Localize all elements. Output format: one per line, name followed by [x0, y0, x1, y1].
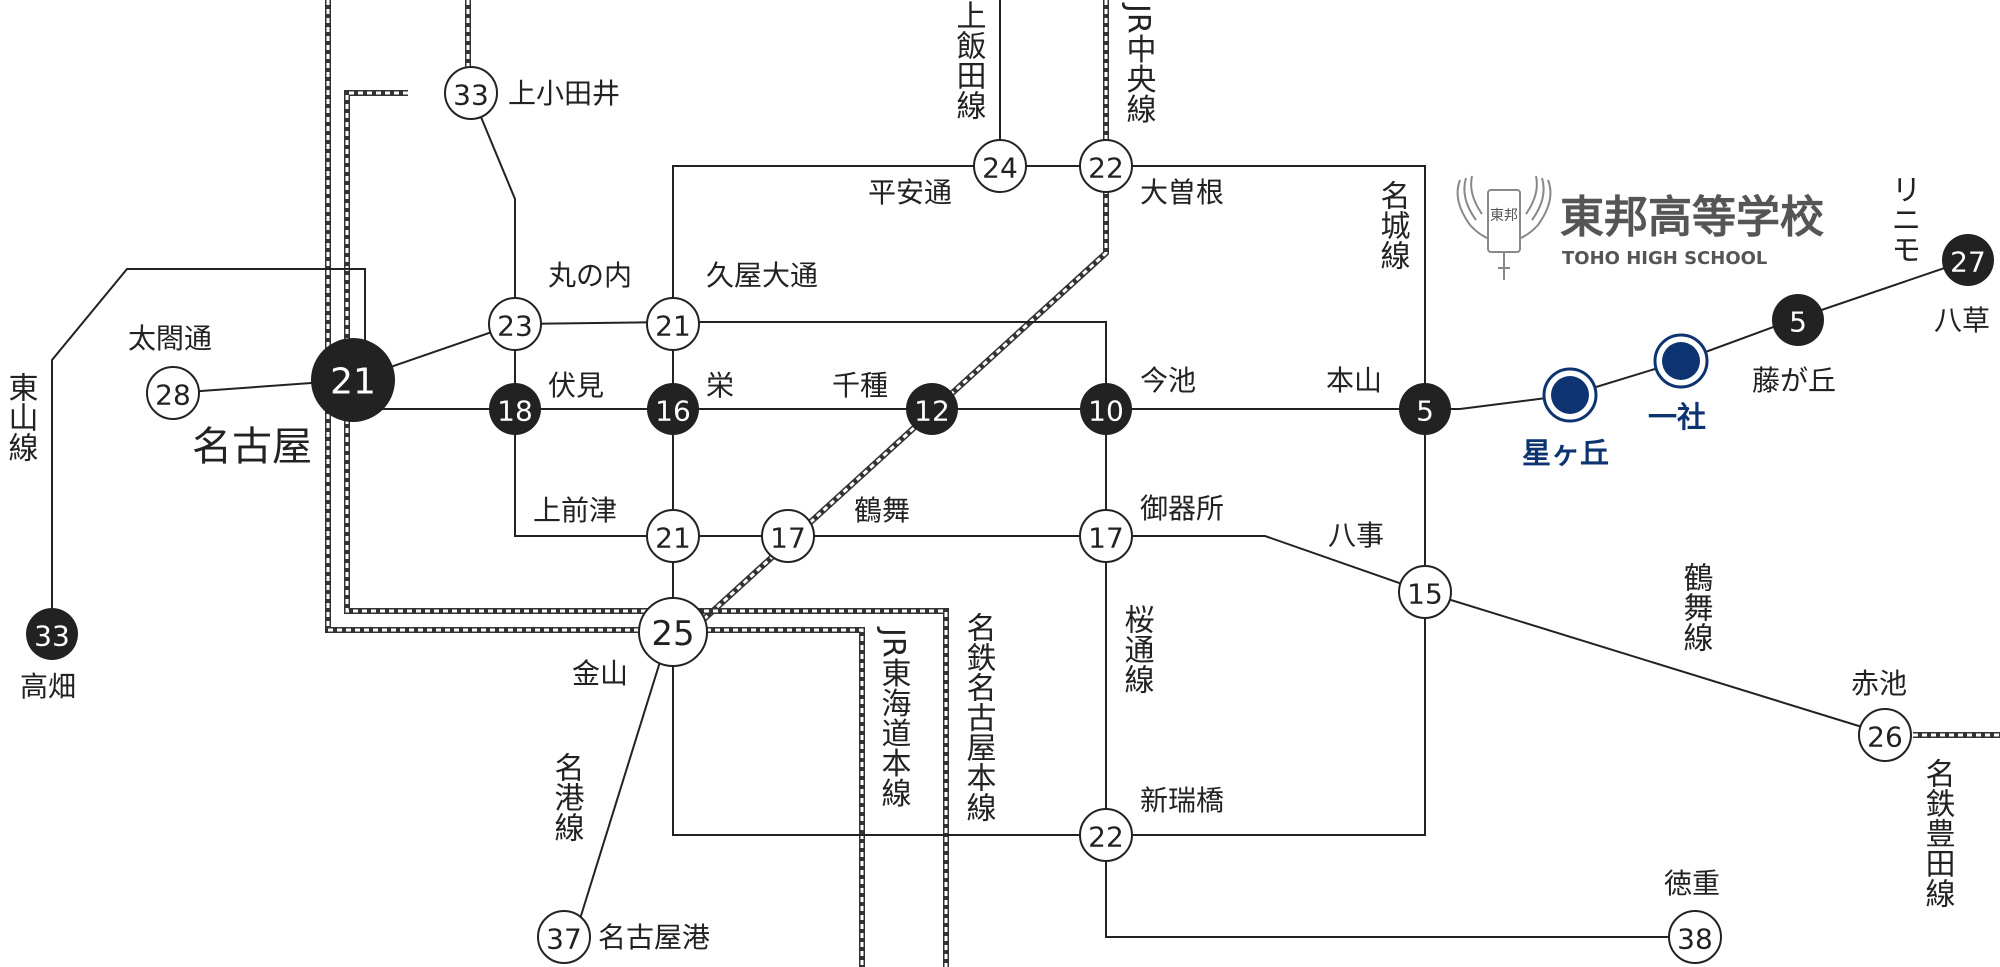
station-hoshigaoka[interactable]: 星ヶ丘 [1522, 367, 1609, 470]
station-label: 久屋大通 [706, 259, 818, 292]
station-fushimi[interactable]: 18 伏見 [489, 369, 604, 435]
subway-lines [51, 0, 1969, 938]
svg-text:東邦: 東邦 [1490, 208, 1518, 224]
station-label: 一社 [1648, 400, 1706, 434]
station-nagoya[interactable]: 21 名古屋 [192, 338, 395, 470]
line-label-jr-tokaido: JR東海道本線 [876, 626, 911, 808]
station-number: 17 [1088, 522, 1124, 555]
station-label: 徳重 [1664, 867, 1720, 900]
station-sakae[interactable]: 16 栄 [647, 369, 734, 435]
line-label-kamiiida: 上飯田線 [951, 0, 987, 120]
station-kamiotai[interactable]: 33 上小田井 [444, 66, 620, 120]
station-hisayaodori[interactable]: 21 久屋大通 [646, 259, 818, 351]
station-imaike[interactable]: 10 今池 [1080, 364, 1196, 435]
station-ozone[interactable]: 22 大曽根 [1079, 139, 1224, 209]
station-number: 37 [546, 923, 582, 956]
station-label: 八草 [1934, 304, 1990, 337]
jr-meitetsu-rails [325, 0, 2000, 967]
station-number: 27 [1950, 246, 1986, 279]
station-label: 丸の内 [548, 259, 632, 292]
line-label-meijo: 名城線 [1375, 180, 1410, 270]
station-label: 栄 [706, 369, 734, 402]
station-label: 伏見 [548, 369, 604, 402]
station-label: 星ヶ丘 [1522, 436, 1609, 470]
line-label-sakuradori: 桜通線 [1119, 604, 1155, 694]
station-marunouchi[interactable]: 23 丸の内 [488, 259, 632, 351]
station-label: 御器所 [1140, 492, 1224, 525]
station-number: 23 [497, 310, 533, 343]
stations: 21 名古屋 28 太閤通 33 高畑 33 上小田井 23 丸の内 [20, 66, 1994, 964]
station-label: 本山 [1326, 364, 1382, 397]
station-number: 25 [651, 614, 694, 654]
school-emblem-icon: 東邦 [1456, 175, 1552, 280]
station-label: 太閤通 [128, 322, 212, 355]
station-label: 今池 [1140, 364, 1196, 397]
station-motoyama[interactable]: 5 本山 [1326, 364, 1451, 435]
station-label: 千種 [832, 369, 888, 402]
line-labels: 東山線 名城線 鶴舞線 桜通線 名港線 上飯田線 JR中央線 JR東海道本線 名… [3, 0, 1955, 908]
station-number: 21 [655, 522, 691, 555]
station-number: 5 [1789, 306, 1807, 339]
station-akaike[interactable]: 26 赤池 [1851, 667, 1912, 762]
station-number: 15 [1407, 578, 1443, 611]
station-takabata[interactable]: 33 高畑 [20, 608, 78, 703]
station-number: 17 [770, 522, 806, 555]
station-number: 5 [1416, 395, 1434, 428]
station-label: 上小田井 [508, 77, 620, 110]
station-number: 26 [1867, 721, 1903, 754]
station-label: 大曽根 [1140, 176, 1224, 209]
station-label: 名古屋 [192, 424, 312, 470]
station-number: 18 [497, 395, 533, 428]
station-number: 12 [914, 395, 950, 428]
station-heiando[interactable]: 24 平安通 [868, 139, 1027, 209]
station-label: 藤が丘 [1752, 364, 1836, 397]
station-number: 21 [330, 362, 376, 403]
line-label-higashiyama: 東山線 [3, 372, 38, 462]
line-label-tsurumai: 鶴舞線 [1678, 562, 1714, 652]
station-label: 鶴舞 [854, 494, 910, 527]
station-gokiso[interactable]: 17 御器所 [1079, 492, 1224, 563]
station-label: 金山 [572, 657, 628, 690]
station-number: 33 [34, 620, 70, 653]
station-chikusa[interactable]: 12 千種 [832, 369, 958, 435]
station-taikodori[interactable]: 28 太閤通 [128, 322, 212, 420]
station-tokushige[interactable]: 38 徳重 [1664, 867, 1722, 964]
station-number: 22 [1088, 152, 1124, 185]
line-label-meitetsu-toyota: 名鉄豊田線 [1920, 758, 1955, 908]
station-fujigaoka[interactable]: 5 藤が丘 [1752, 294, 1836, 397]
station-label: 名古屋港 [598, 921, 710, 954]
station-number: 16 [655, 395, 691, 428]
station-aratamabashi[interactable]: 22 新瑞橋 [1079, 784, 1224, 862]
station-label: 新瑞橋 [1140, 784, 1224, 817]
station-number: 21 [655, 310, 691, 343]
station-tsurumai[interactable]: 17 鶴舞 [761, 494, 910, 563]
school-logo: 東邦 東邦高等学校 TOHO HIGH SCHOOL [1456, 175, 1824, 280]
school-name-en: TOHO HIGH SCHOOL [1562, 248, 1767, 269]
school-name: 東邦高等学校 [1560, 192, 1824, 243]
station-nagoyako[interactable]: 37 名古屋港 [537, 910, 710, 964]
station-label: 平安通 [868, 176, 952, 209]
line-label-meiko: 名港線 [549, 752, 584, 842]
line-label-meitetsu-nagoya: 名鉄名古屋本線 [961, 612, 996, 822]
station-number: 24 [982, 152, 1018, 185]
station-label: 八事 [1328, 519, 1384, 552]
station-kamimaezu[interactable]: 21 上前津 [533, 494, 700, 563]
station-yagoto[interactable]: 15 八事 [1328, 519, 1452, 619]
station-number: 10 [1088, 395, 1124, 428]
station-number: 38 [1677, 923, 1713, 956]
station-label: 上前津 [533, 494, 617, 527]
station-number: 28 [155, 379, 191, 412]
line-label-linimo: リニモ [1886, 174, 1921, 264]
station-kanayama[interactable]: 25 金山 [572, 597, 708, 690]
line-label-jr-chuo: JR中央線 [1121, 2, 1156, 124]
station-yakusa[interactable]: 27 八草 [1934, 234, 1994, 337]
station-issha[interactable]: 一社 [1648, 333, 1709, 434]
station-number: 33 [453, 79, 489, 112]
station-number: 22 [1088, 821, 1124, 854]
station-label: 高畑 [20, 670, 76, 703]
station-label: 赤池 [1851, 667, 1907, 700]
